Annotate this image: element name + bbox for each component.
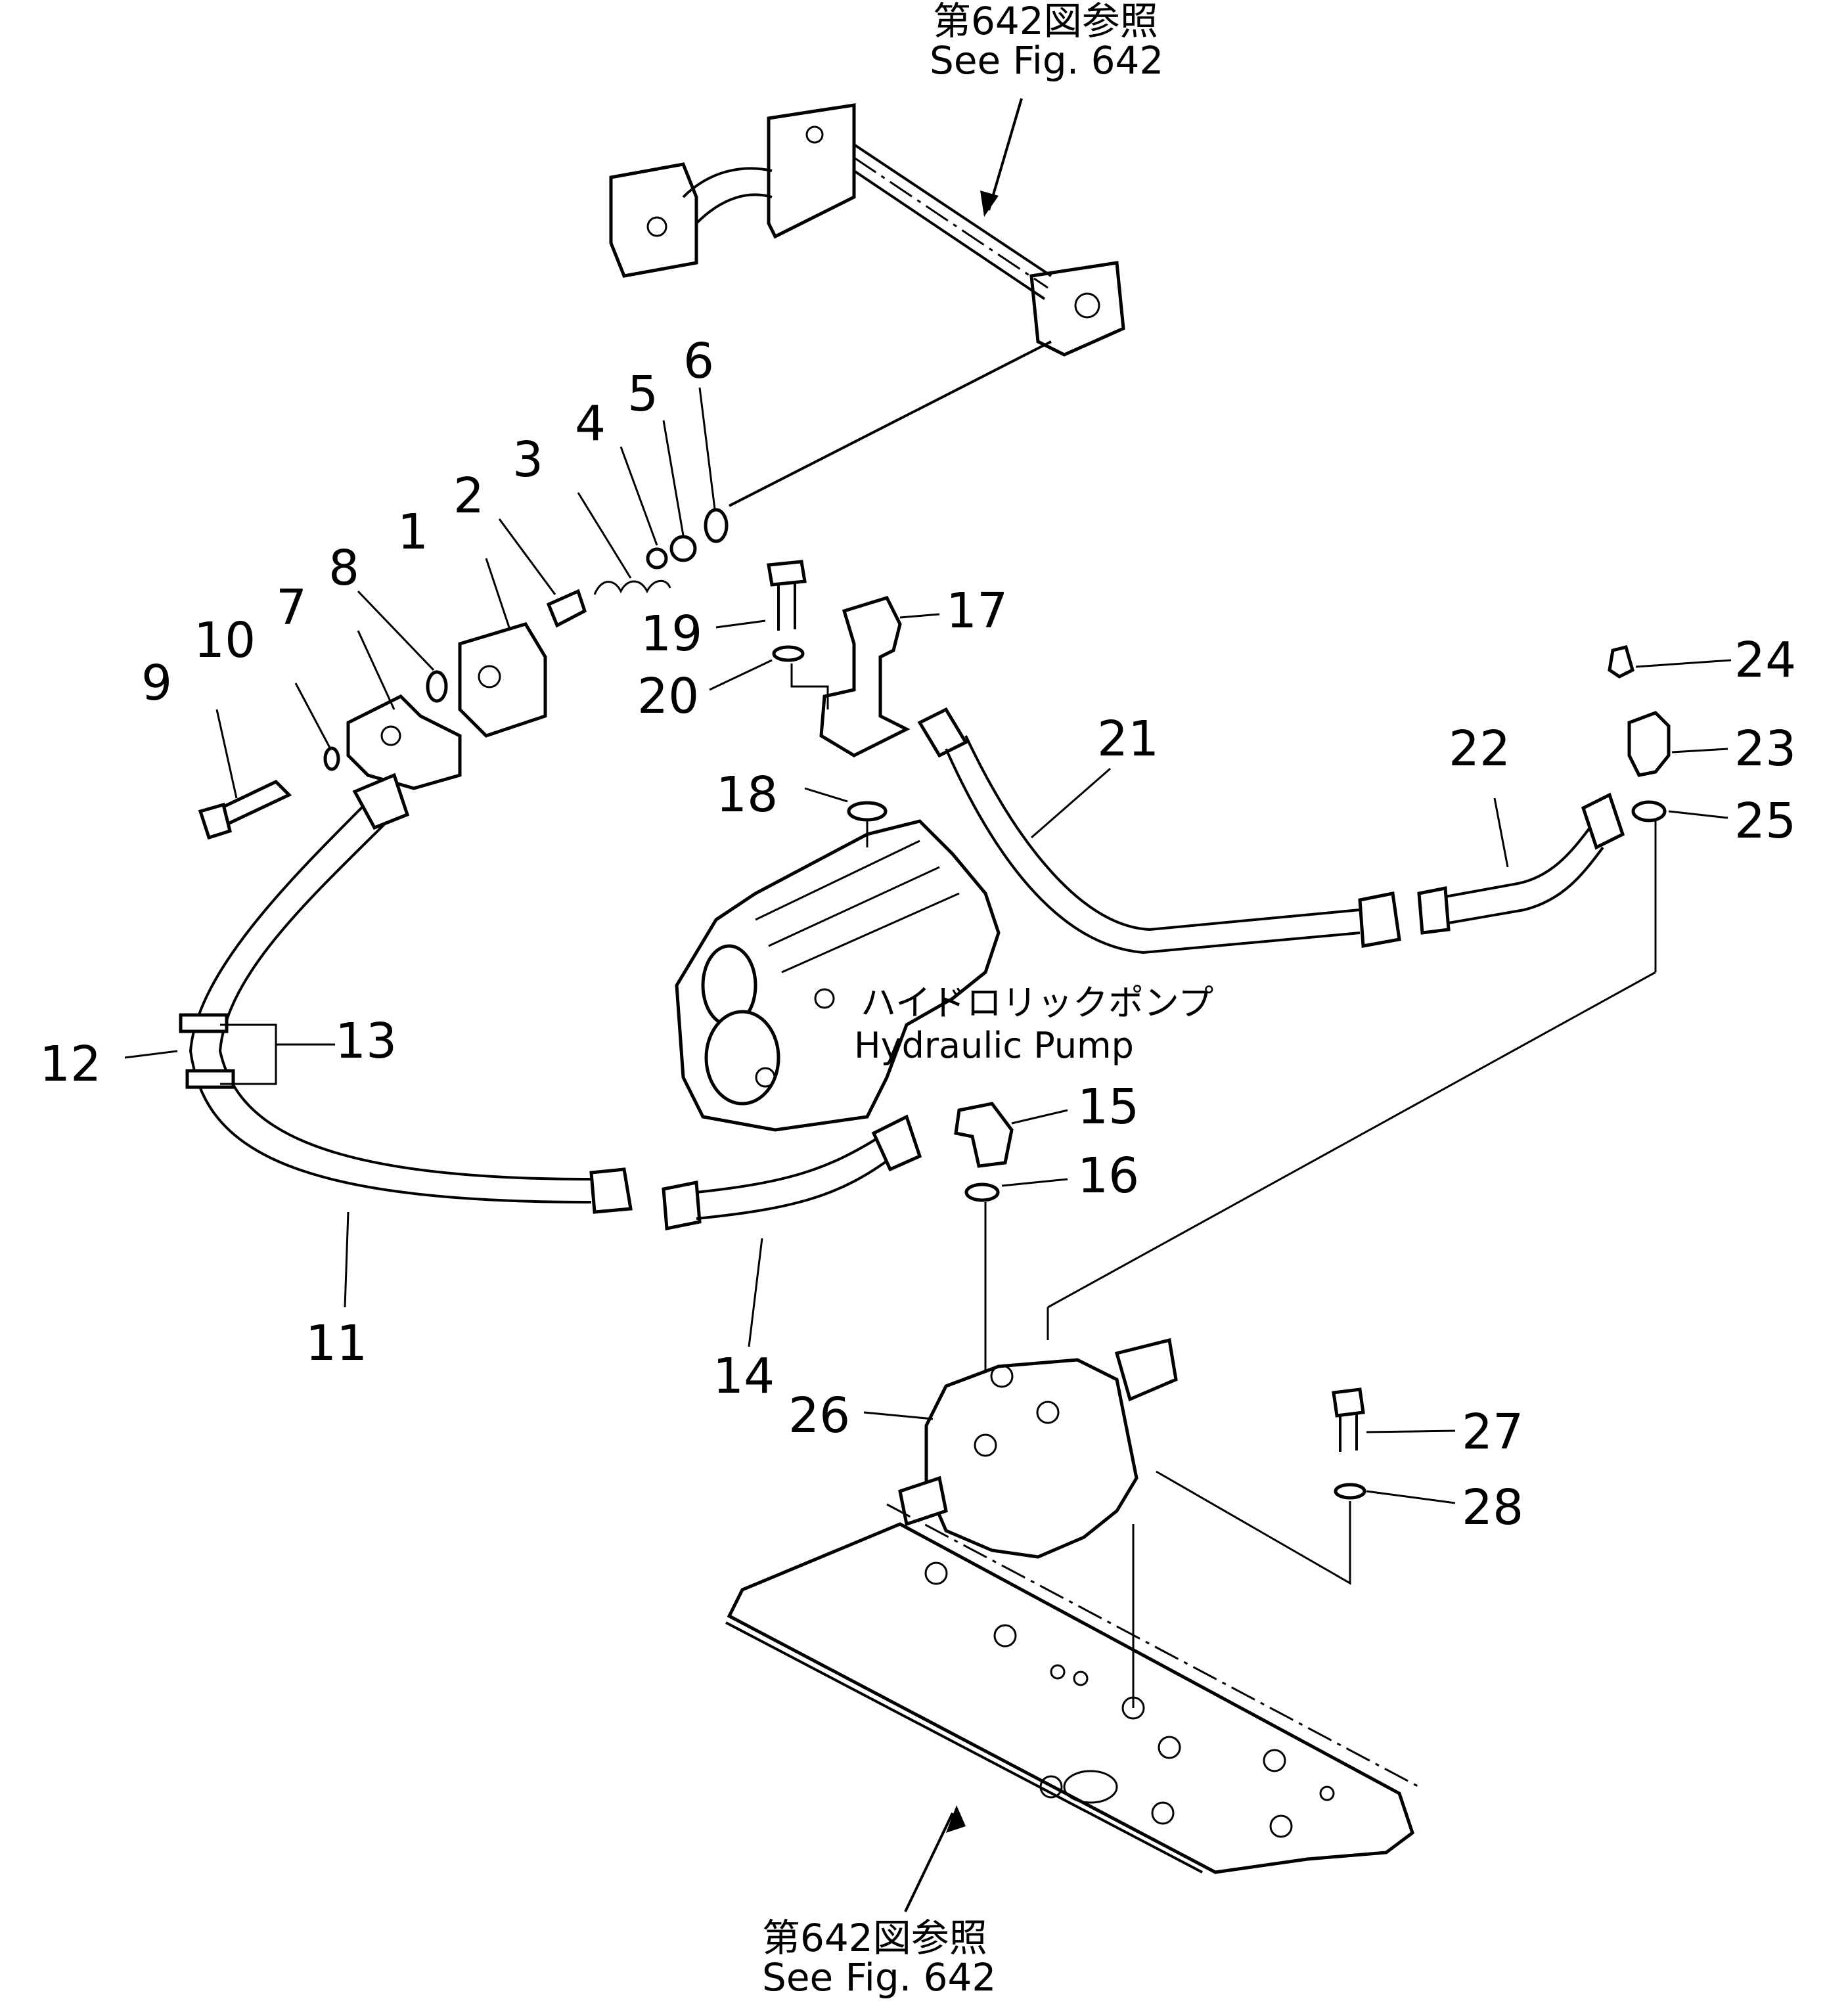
callout-5: 5 <box>627 366 658 422</box>
callout-9: 9 <box>141 655 172 711</box>
control-valve <box>898 1202 1366 1585</box>
callout-7: 7 <box>276 579 307 636</box>
hydraulic-pump: ハイドロリックポンプ Hydraulic Pump <box>675 819 1213 1132</box>
callout-6: 6 <box>683 333 714 390</box>
top-reference: 第642図参照 See Fig. 642 <box>930 0 1163 217</box>
callout-27: 27 <box>1462 1404 1523 1460</box>
callout-2: 2 <box>453 468 484 524</box>
bottom-reference-arrowhead <box>946 1805 966 1833</box>
callout-11: 11 <box>305 1315 367 1372</box>
leader-lines <box>124 387 1732 1504</box>
callout-19: 19 <box>641 606 702 662</box>
relief-valve-parts <box>198 340 1052 840</box>
upper-pipe-assembly <box>609 103 1125 357</box>
pump-fittings <box>767 560 1014 1202</box>
callout-13: 13 <box>335 1013 397 1069</box>
bottom-reference: 第642図参照 See Fig. 642 <box>762 1805 996 2000</box>
callout-26: 26 <box>788 1387 850 1444</box>
callout-4: 4 <box>575 395 606 452</box>
callout-10: 10 <box>194 612 256 669</box>
callout-24: 24 <box>1734 632 1796 688</box>
callout-16: 16 <box>1077 1148 1139 1204</box>
bottom-reference-en: See Fig. 642 <box>762 1955 996 2000</box>
callout-17: 17 <box>946 583 1008 639</box>
callout-15: 15 <box>1077 1079 1139 1135</box>
callout-12: 12 <box>39 1036 101 1092</box>
frame-plate <box>725 1503 1420 1874</box>
callout-8: 8 <box>328 540 359 596</box>
bottom-reference-jp: 第642図参照 <box>762 1916 987 1960</box>
top-reference-jp: 第642図参照 <box>933 0 1158 43</box>
callout-22: 22 <box>1449 721 1510 777</box>
callout-18: 18 <box>716 767 778 823</box>
top-reference-en: See Fig. 642 <box>930 38 1163 83</box>
valve-body <box>458 622 547 738</box>
callout-21: 21 <box>1097 711 1159 767</box>
callout-numbers: 1 2 3 4 5 6 7 8 9 10 11 12 13 14 15 16 1… <box>39 333 1796 1536</box>
callout-25: 25 <box>1734 793 1796 849</box>
top-reference-arrowhead <box>980 191 999 217</box>
callout-14: 14 <box>713 1348 775 1405</box>
callout-20: 20 <box>637 668 699 725</box>
pump-label-en: Hydraulic Pump <box>854 1025 1134 1066</box>
callout-28: 28 <box>1462 1479 1523 1536</box>
callout-3: 3 <box>512 432 543 488</box>
callout-23: 23 <box>1734 721 1796 777</box>
callout-1: 1 <box>397 504 428 560</box>
pressure-hoses <box>917 644 1671 1340</box>
pump-label-jp: ハイドロリックポンプ <box>861 982 1213 1023</box>
